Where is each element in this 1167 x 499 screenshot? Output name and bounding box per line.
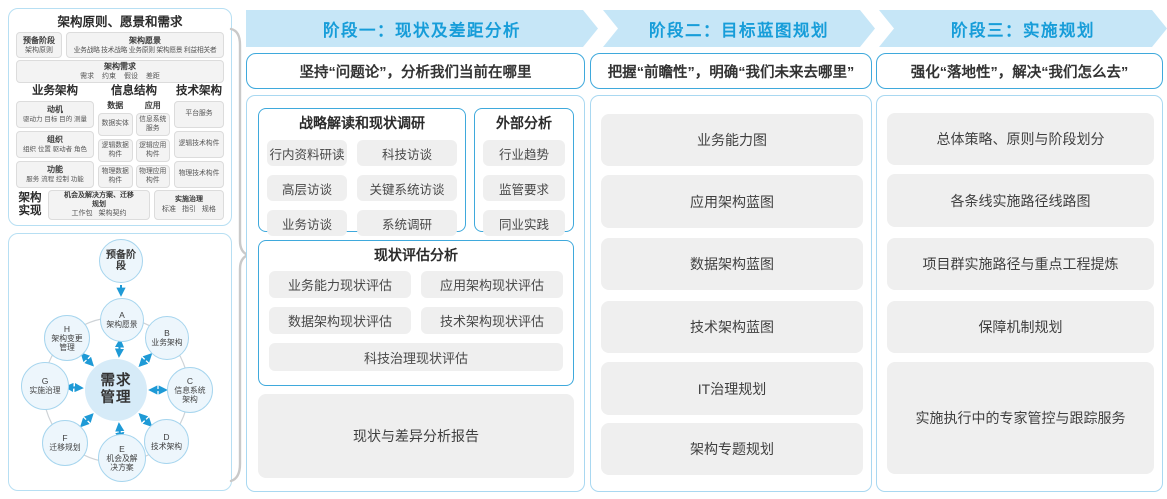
function-box: 功能 服务 流程 控制 功能 xyxy=(16,161,94,188)
current-state-assessment-box: 现状评估分析 业务能力现状评估 应用架构现状评估 数据架构现状评估 技术架构现状… xyxy=(258,240,574,386)
deliverable-box: 架构专题规划 xyxy=(601,423,863,475)
phase-1-header: 阶段一：现状及差距分析 xyxy=(246,10,598,47)
survey-item: 科技访谈 xyxy=(357,140,457,166)
phase-1-body: 战略解读和现状调研 行内资料研读 科技访谈 高层访谈 关键系统访谈 业务访谈 系… xyxy=(246,95,585,492)
prep-phase-label: 预备阶段 xyxy=(23,35,55,45)
deliverable-box: 各条线实施路径线路图 xyxy=(887,174,1154,227)
motivation-box: 动机 驱动力 目标 目的 测量 xyxy=(16,101,94,128)
adm-node-e-opportunities: E 机会及解决方案 xyxy=(98,434,146,482)
arch-requirements-box: 架构需求 需求 约束 假设 差距 xyxy=(16,60,224,83)
arch-realization-label: 架构实现 xyxy=(18,192,42,217)
adm-node-c-information-systems: C 信息系统架构 xyxy=(167,367,213,413)
adm-node-g-governance: G 实施治理 xyxy=(21,362,69,410)
adm-node-h-change-management: H 架构变更管理 xyxy=(44,315,90,361)
adm-node-requirements-management: 需求管理 xyxy=(85,359,147,421)
technology-arch-column: 技术架构 平台服务 逻辑技术构件 物理技术构件 xyxy=(174,85,224,188)
survey-item: 业务访谈 xyxy=(267,210,347,236)
survey-item: 行内资料研读 xyxy=(267,140,347,166)
deliverable-box: 业务能力图 xyxy=(601,114,863,166)
deliverable-box: 数据架构蓝图 xyxy=(601,238,863,290)
external-item: 同业实践 xyxy=(483,210,565,236)
business-arch-column: 业务架构 动机 驱动力 目标 目的 测量 组织 组织 位置 驱动者 角色 功能 … xyxy=(16,85,94,188)
deliverable-box: IT治理规划 xyxy=(601,362,863,415)
deliverable-box: 技术架构蓝图 xyxy=(601,301,863,353)
arch-realization-row: 架构实现 机会及解决方案、迁移规划 工作包 架构契约 实施治理 标准 指引 规格 xyxy=(16,190,224,220)
phase-3-body: 总体策略、原则与阶段划分 各条线实施路径线路图 项目群实施路径与重点工程提炼 保… xyxy=(876,95,1163,492)
adm-cycle-panel: 预备阶段 需求管理 A 架构愿景 B 业务架构 C 信息系统架构 D 技术架构 … xyxy=(8,233,232,491)
assessment-item: 数据架构现状评估 xyxy=(269,307,411,334)
external-item: 行业趋势 xyxy=(483,140,565,166)
adm-node-f-migration: F 迁移规划 xyxy=(42,420,88,466)
deliverable-box: 实施执行中的专家管控与跟踪服务 xyxy=(887,362,1154,474)
adm-node-d-technology: D 技术架构 xyxy=(144,419,189,464)
assessment-item: 应用架构现状评估 xyxy=(421,271,563,298)
data-subcolumn: 数据 数据实体 逻辑数据构件 物理数据构件 xyxy=(98,101,133,188)
arch-principles-label: 架构原则 xyxy=(25,46,53,54)
adm-node-a-vision: A 架构愿景 xyxy=(100,298,144,342)
survey-item: 关键系统访谈 xyxy=(357,175,457,201)
strategy-survey-box: 战略解读和现状调研 行内资料研读 科技访谈 高层访谈 关键系统访谈 业务访谈 系… xyxy=(258,108,466,236)
assessment-item: 技术架构现状评估 xyxy=(421,307,563,334)
opportunities-migration-box: 机会及解决方案、迁移规划 工作包 架构契约 xyxy=(48,190,150,220)
phase-1-slogan: 坚持“问题论”，分析我们当前在哪里 xyxy=(246,53,585,89)
assessment-item: 科技治理现状评估 xyxy=(269,343,563,371)
deliverable-box: 应用架构蓝图 xyxy=(601,175,863,228)
meta-columns: 业务架构 动机 驱动力 目标 目的 测量 组织 组织 位置 驱动者 角色 功能 … xyxy=(16,85,224,188)
phase-3-slogan: 强化“落地性”，解决“我们怎么去” xyxy=(876,53,1163,89)
gap-analysis-report-box: 现状与差异分析报告 xyxy=(258,394,574,478)
survey-item: 系统调研 xyxy=(357,210,457,236)
adm-node-preliminary: 预备阶段 xyxy=(99,239,143,283)
prep-phase-box: 预备阶段 架构原则 xyxy=(16,32,62,58)
phase-2-header: 阶段二：目标蓝图规划 xyxy=(603,10,875,47)
arch-vision-box: 架构愿景 业务战略 技术战略 业务原则 架构愿景 利益相关者 xyxy=(66,32,224,58)
external-item: 监管要求 xyxy=(483,175,565,201)
assessment-item: 业务能力现状评估 xyxy=(269,271,411,298)
deliverable-box: 总体策略、原则与阶段划分 xyxy=(887,113,1154,165)
adm-node-b-business: B 业务架构 xyxy=(145,316,189,360)
phase-3-header: 阶段三：实施规划 xyxy=(879,10,1167,47)
phase-2-body: 业务能力图 应用架构蓝图 数据架构蓝图 技术架构蓝图 IT治理规划 架构专题规划 xyxy=(590,95,872,492)
information-structure-column: 信息结构 数据 数据实体 逻辑数据构件 物理数据构件 应用 信息系统服务 逻辑应… xyxy=(98,85,170,188)
architecture-meta-model-panel: 架构原则、愿景和需求 预备阶段 架构原则 架构愿景 业务战略 技术战略 业务原则… xyxy=(8,8,232,226)
phase-2-slogan: 把握“前瞻性”，明确“我们未来去哪里” xyxy=(590,53,872,89)
meta-panel-title: 架构原则、愿景和需求 xyxy=(57,15,183,29)
external-analysis-box: 外部分析 行业趋势 监管要求 同业实践 xyxy=(474,108,574,236)
deliverable-box: 保障机制规划 xyxy=(887,301,1154,353)
implementation-governance-box: 实施治理 标准 指引 规格 xyxy=(154,190,224,220)
deliverable-box: 项目群实施路径与重点工程提炼 xyxy=(887,238,1154,290)
organization-box: 组织 组织 位置 驱动者 角色 xyxy=(16,131,94,158)
survey-item: 高层访谈 xyxy=(267,175,347,201)
meta-row-vision: 预备阶段 架构原则 架构愿景 业务战略 技术战略 业务原则 架构愿景 利益相关者 xyxy=(16,32,224,58)
application-subcolumn: 应用 信息系统服务 逻辑应用构件 物理应用构件 xyxy=(135,101,170,188)
